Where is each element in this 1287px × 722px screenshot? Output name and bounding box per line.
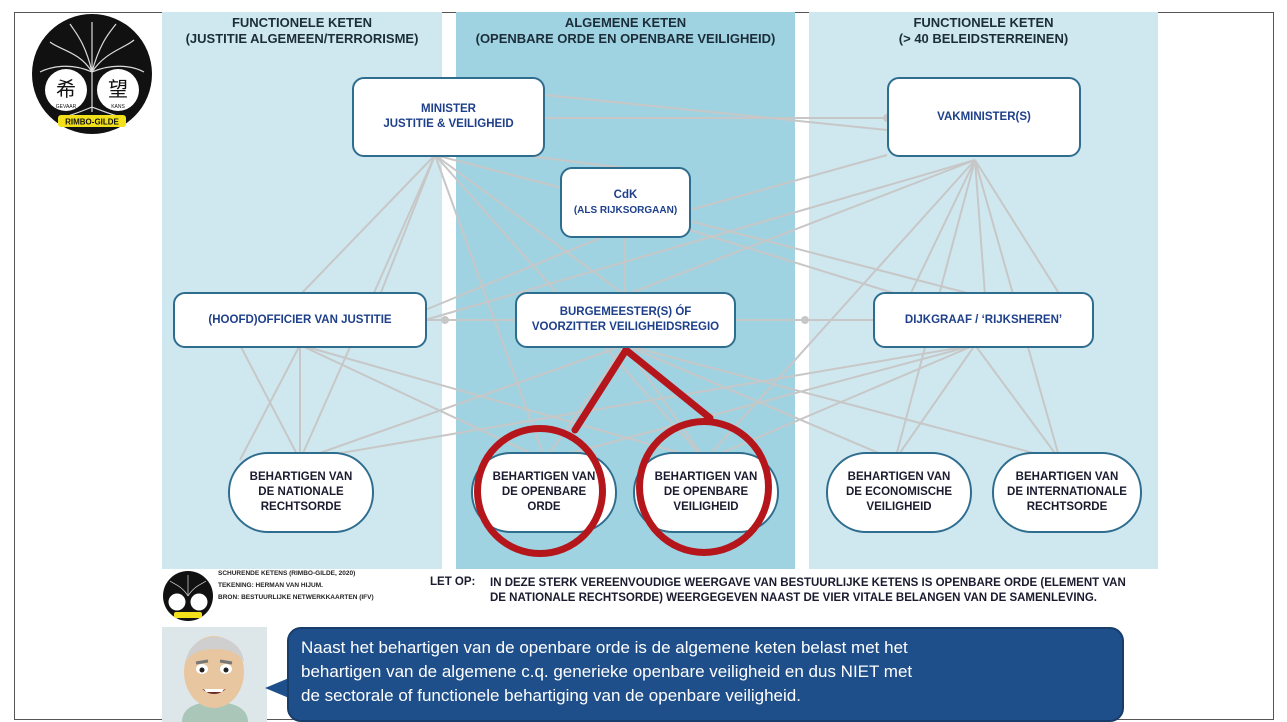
speech-bubble: Naast het behartigen van de openbare ord…	[287, 627, 1124, 722]
box-dijkgraaf: DIJKGRAAF / ‘RIJKSHEREN’	[873, 292, 1094, 348]
column-header-left: FUNCTIONELE KETEN (JUSTITIE ALGEMEEN/TER…	[162, 15, 442, 47]
oval-nationale-line1: BEHARTIGEN VAN	[249, 471, 353, 483]
oval-economische-line2: DE ECONOMISCHE	[845, 486, 953, 498]
bubble-line3: de sectorale of functionele behartiging …	[301, 686, 801, 705]
box-vakminister: VAKMINISTER(S)	[887, 77, 1081, 157]
column-header-middle-line2: (OPENBARE ORDE EN OPENBARE VEILIGHEID)	[475, 31, 776, 46]
box-officier-line1: (HOOFD)OFFICIER VAN JUSTITIE	[208, 313, 392, 326]
credits-line3: BRON: BESTUURLIJKE NETWERKKAARTEN (IFV)	[218, 594, 374, 601]
oval-economische-line3: VEILIGHEID	[866, 501, 932, 513]
column-header-left-line2: (JUSTITIE ALGEMEEN/TERRORISME)	[185, 31, 419, 46]
oval-internationale-line3: RECHTSORDE	[1026, 501, 1108, 513]
credits-line2: TEKENING: HERMAN VAN HIJUM.	[218, 582, 323, 589]
box-burgemeester-line2: VOORZITTER VEILIGHEIDSREGIO	[531, 321, 720, 333]
credits-block: SCHURENDE KETENS (RIMBO-GILDE, 2020) TEK…	[218, 568, 374, 604]
oval-nationale-rechtsorde: BEHARTIGEN VAN DE NATIONALE RECHTSORDE	[228, 452, 374, 533]
note-label: LET OP:	[430, 576, 476, 588]
logo-name: RIMBO-GILDE	[65, 118, 119, 127]
box-officier-van-justitie: (HOOFD)OFFICIER VAN JUSTITIE	[173, 292, 427, 348]
box-minister-line2: JUSTITIE & VEILIGHEID	[383, 118, 514, 130]
logo-label-gevaar: GEVAAR	[56, 104, 77, 110]
rimbo-gilde-logo-small	[163, 571, 213, 621]
note-line2: DE NATIONALE RECHTSORDE) WEERGEGEVEN NAA…	[490, 592, 1097, 604]
bubble-line1: Naast het behartigen van de openbare ord…	[301, 638, 908, 657]
column-header-right-line2: (> 40 BELEIDSTERREINEN)	[898, 31, 1069, 46]
oval-economische-veiligheid: BEHARTIGEN VAN DE ECONOMISCHE VEILIGHEID	[826, 452, 972, 533]
column-header-right-line1: FUNCTIONELE KETEN	[913, 15, 1054, 30]
bubble-line2: behartigen van de algemene c.q. generiek…	[301, 662, 913, 681]
box-cdk: CdK (ALS RIJKSORGAAN)	[560, 167, 691, 238]
box-vakminister-line1: VAKMINISTER(S)	[937, 110, 1031, 123]
speech-bubble-tail	[265, 678, 289, 698]
note-line1: IN DEZE STERK VEREENVOUDIGE WEERGAVE VAN…	[490, 577, 1126, 589]
oval-internationale-line1: BEHARTIGEN VAN	[1015, 471, 1119, 483]
box-cdk-line1: CdK	[613, 188, 638, 201]
box-dijkgraaf-line1: DIJKGRAAF / ‘RIJKSHEREN’	[904, 313, 1063, 326]
oval-nationale-line2: DE NATIONALE	[258, 486, 344, 498]
column-header-middle-line1: ALGEMENE KETEN	[564, 15, 687, 30]
column-header-left-line1: FUNCTIONELE KETEN	[231, 15, 373, 30]
column-header-middle: ALGEMENE KETEN (OPENBARE ORDE EN OPENBAR…	[456, 15, 795, 47]
logo-char-opportunity: 望	[108, 77, 128, 101]
box-burgemeester: BURGEMEESTER(S) ÓF VOORZITTER VEILIGHEID…	[515, 292, 736, 348]
note-text: IN DEZE STERK VEREENVOUDIGE WEERGAVE VAN…	[490, 576, 1126, 606]
presenter-avatar	[162, 627, 267, 722]
logo-char-danger: 希	[56, 77, 76, 101]
box-minister-line1: MINISTER	[421, 103, 476, 115]
box-minister-justice: MINISTER JUSTITIE & VEILIGHEID	[352, 77, 545, 157]
column-header-right: FUNCTIONELE KETEN (> 40 BELEIDSTERREINEN…	[809, 15, 1158, 47]
oval-internationale-rechtsorde: BEHARTIGEN VAN DE INTERNATIONALE RECHTSO…	[992, 452, 1142, 533]
oval-internationale-line2: DE INTERNATIONALE	[1007, 486, 1127, 498]
highlight-ring-veiligheid	[636, 418, 772, 556]
box-cdk-line2: (ALS RIJKSORGAAN)	[573, 204, 678, 216]
oval-nationale-line3: RECHTSORDE	[260, 501, 342, 513]
highlight-ring-orde	[474, 425, 606, 557]
box-burgemeester-line1: BURGEMEESTER(S) ÓF	[559, 306, 692, 318]
logo-label-kans: KANS	[111, 104, 125, 110]
rimbo-gilde-logo: 希 望 GEVAAR KANS RIMBO-GILDE	[32, 14, 152, 134]
credits-line1: SCHURENDE KETENS (RIMBO-GILDE, 2020)	[218, 570, 356, 577]
oval-economische-line1: BEHARTIGEN VAN	[847, 471, 951, 483]
